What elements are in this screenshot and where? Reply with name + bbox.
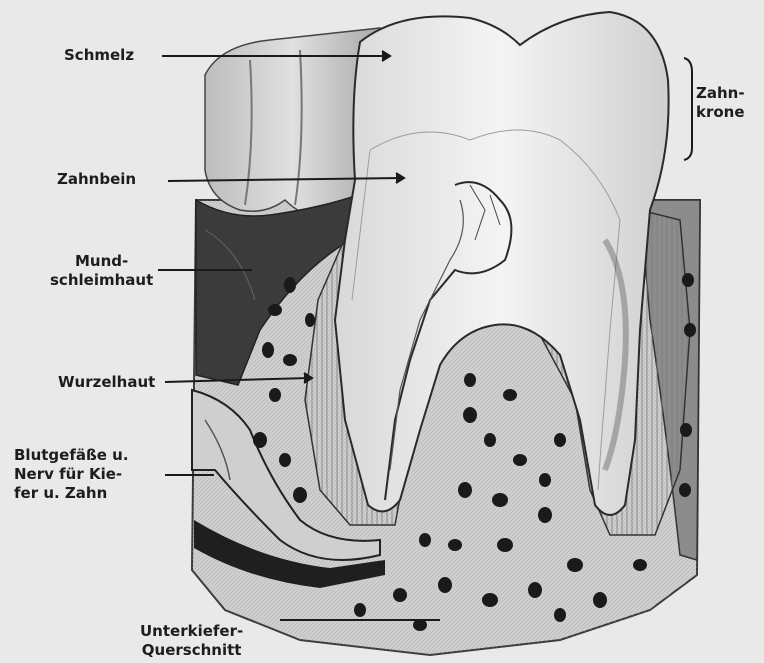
- label-schmelz: Schmelz: [64, 46, 134, 65]
- label-mundschleimhaut: Mund- schleimhaut: [50, 252, 153, 290]
- label-zahnbein: Zahnbein: [57, 170, 136, 189]
- label-zahnkrone: Zahn- krone: [696, 84, 745, 122]
- label-wurzelhaut: Wurzelhaut: [58, 373, 155, 392]
- label-unterkiefer: Unterkiefer- Querschnitt: [140, 622, 243, 660]
- label-blutgefaesse: Blutgefäße u. Nerv für Kie- fer u. Zahn: [14, 446, 129, 503]
